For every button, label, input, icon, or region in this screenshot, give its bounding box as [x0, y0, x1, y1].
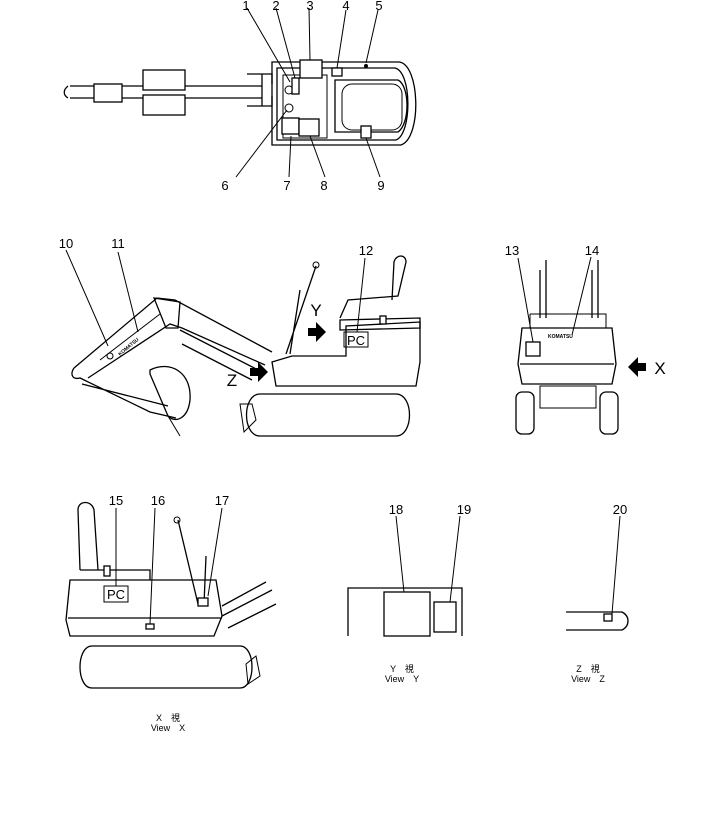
view-y-caption-jp: Y 視	[390, 663, 414, 674]
arrow-x-icon	[628, 357, 646, 377]
callout-20: 20	[613, 502, 627, 517]
callout-12: 12	[359, 243, 373, 258]
callout-11: 11	[111, 236, 125, 251]
callout-16: 16	[151, 493, 165, 508]
view-x-caption: View X	[151, 723, 185, 733]
callout-17: 17	[215, 493, 229, 508]
callout-8: 8	[320, 178, 327, 193]
callout-4: 4	[342, 0, 349, 13]
view-z: 20 Z 視 View Z	[566, 502, 629, 684]
boom-brand-decal: KOMATSU	[117, 337, 140, 358]
callout-15: 15	[109, 493, 123, 508]
view-marker-y: Y	[310, 301, 321, 320]
arrow-z-icon	[250, 362, 268, 382]
callout-2: 2	[272, 0, 279, 13]
callout-10: 10	[59, 236, 73, 251]
rear-brand-decal: KOMATSU	[548, 334, 573, 340]
top-view: 1 2 3 4 5 6 7 8 9	[63, 0, 417, 193]
callout-3: 3	[306, 0, 313, 13]
callout-18: 18	[389, 502, 403, 517]
view-marker-z: Z	[227, 371, 237, 390]
view-y-caption: View Y	[385, 674, 419, 684]
side-view-right: PC 15 16 17 X 視 View X	[65, 493, 277, 733]
view-z-caption: View Z	[571, 674, 605, 684]
arrow-y-icon	[308, 322, 326, 342]
view-marker-x: X	[654, 359, 665, 378]
callout-19: 19	[457, 502, 471, 517]
callout-14: 14	[585, 243, 599, 258]
callout-13: 13	[505, 243, 519, 258]
decal-pc-side: PC	[347, 333, 365, 348]
side-view-left: KOMATSU PC Y Z 10 11 12	[59, 236, 421, 437]
rear-view: KOMATSU 13 14 X	[505, 243, 666, 435]
callout-9: 9	[377, 178, 384, 193]
decal-pc-right: PC	[107, 587, 125, 602]
view-z-caption-jp: Z 視	[576, 663, 600, 674]
callout-5: 5	[375, 0, 382, 13]
callout-6: 6	[221, 178, 228, 193]
view-x-caption-jp: X 視	[156, 712, 180, 723]
callout-1: 1	[242, 0, 249, 13]
view-y: 18 19 Y 視 View Y	[347, 502, 471, 684]
callout-7: 7	[283, 178, 290, 193]
